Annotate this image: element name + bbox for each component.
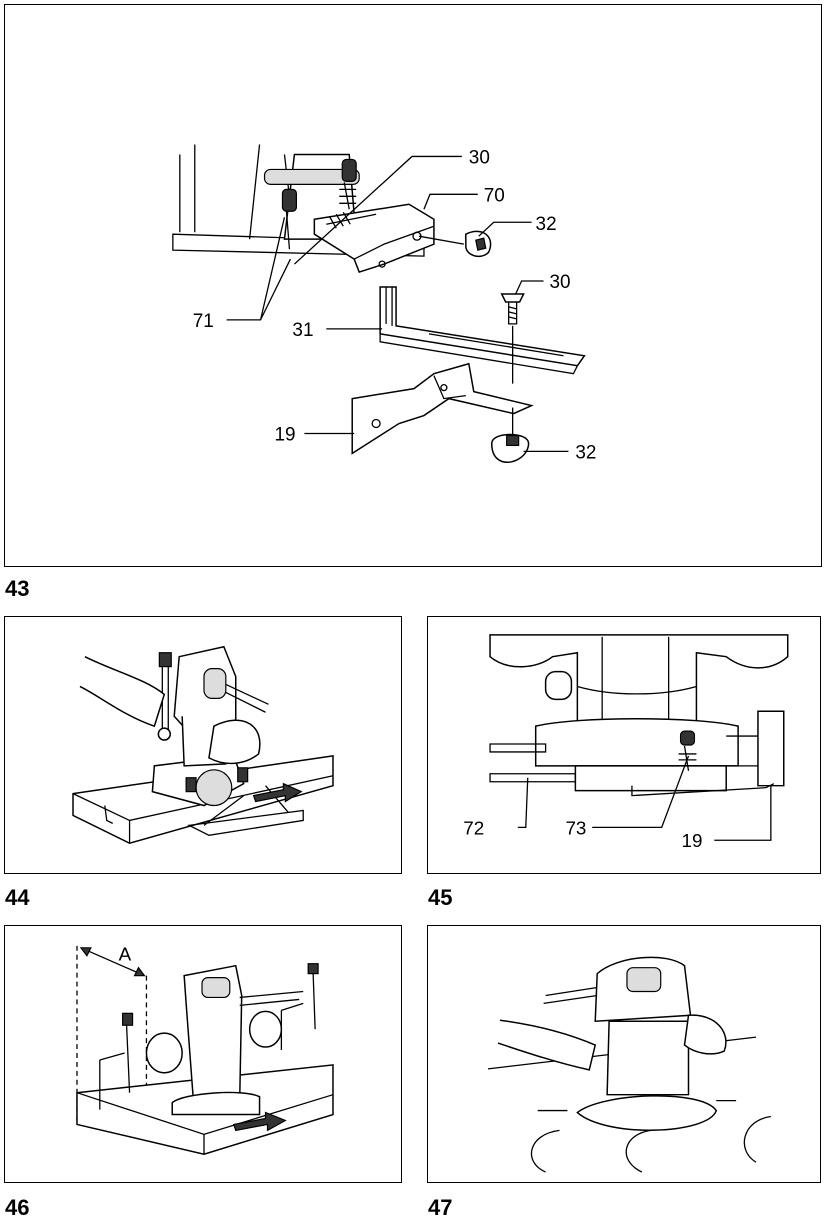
figure-47-illustration	[428, 926, 820, 1182]
figure-43-illustration: 30 70 32 30 71 31 19 32	[5, 5, 821, 566]
figure-45-illustration: 72 73 19	[428, 617, 820, 873]
figure-46-illustration: A	[5, 926, 401, 1182]
callout-32-top: 32	[536, 214, 557, 235]
figure-45-number: 45	[428, 887, 452, 909]
callout-19: 19	[274, 424, 295, 445]
figure-45-panel: 72 73 19	[427, 616, 821, 874]
figure-46-panel: A	[4, 925, 402, 1183]
dimension-A-label: A	[119, 944, 132, 965]
screw-30-drawing	[502, 294, 524, 384]
callout-70: 70	[484, 185, 505, 206]
callout-71: 71	[193, 311, 214, 332]
callout-30-bottom: 30	[550, 272, 571, 293]
callout-72: 72	[463, 817, 484, 838]
figure-44-number: 44	[5, 887, 29, 909]
figure-47-number: 47	[428, 1197, 452, 1219]
callout-31: 31	[292, 320, 313, 341]
callout-32-bottom: 32	[575, 442, 596, 463]
callout-30-top: 30	[469, 147, 490, 168]
callout-73: 73	[565, 817, 586, 838]
figure-43-panel: 30 70 32 30 71 31 19 32	[4, 4, 822, 567]
figure-46-number: 46	[5, 1197, 29, 1219]
figure-44-illustration	[5, 617, 401, 873]
figure-43-number: 43	[5, 578, 29, 600]
straight-guide-drawing	[380, 287, 584, 374]
wing-bolt-bottom	[492, 408, 529, 463]
figure-47-panel	[427, 925, 821, 1183]
callout-19: 19	[682, 830, 703, 851]
figure-44-panel	[4, 616, 402, 874]
